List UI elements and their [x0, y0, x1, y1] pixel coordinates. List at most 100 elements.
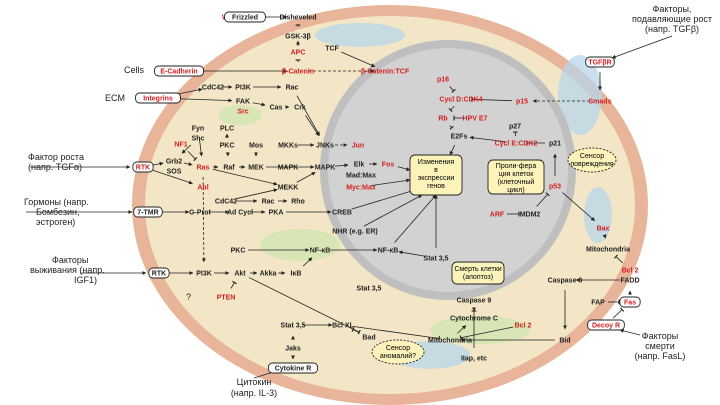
node-mycmax: Myc:Max — [346, 185, 376, 192]
edge-cycld-to-rb — [448, 105, 455, 113]
node-hpve7: HPV E7 — [463, 116, 488, 123]
edge-ras-to-mekk — [212, 168, 278, 186]
dna-damage-sensor-bubble: Сенсор повреждения — [567, 147, 617, 173]
edge-p16-to-cycld — [449, 86, 456, 93]
node-pkc-top: PKC — [220, 143, 235, 150]
cytokine-label: Цитокин — [237, 377, 272, 387]
svg-text:Проли-фера: Проли-фера — [496, 163, 537, 170]
node-label: Bad — [362, 335, 375, 342]
node-mekk: MEKK — [278, 185, 299, 192]
svg-text:повреждения: повреждения — [570, 161, 614, 168]
node-label: SOS — [167, 169, 182, 176]
node-label: Mad:Max — [346, 173, 376, 180]
node-bcatenin: β-Catenin — [282, 69, 314, 76]
node-mapk-top: MAPK — [278, 165, 299, 172]
node-label: TGFβR — [588, 60, 611, 67]
node-fas: Fas — [619, 296, 641, 308]
node-p15: p15 — [516, 99, 528, 106]
node-label: Cycl E:CDK2 — [495, 141, 538, 148]
node-decoyr: Decoy R — [587, 319, 625, 331]
node-label: Rho — [291, 199, 305, 206]
edge-ikb-to-nfkb1 — [302, 257, 313, 267]
edge-bcl2b-to-mitochondria2 — [459, 326, 514, 341]
edge-nf1-to-ras — [187, 150, 198, 162]
edge-pten-to-akt — [230, 280, 237, 289]
node-label: PKA — [269, 210, 284, 217]
node-label: NHR (e.g. ER) — [332, 229, 378, 236]
node-label: FAK — [236, 99, 250, 106]
edge-external-input-4 — [611, 35, 673, 59]
edge-stat35b-to-nfkb2 — [398, 250, 427, 257]
node-label: Crk — [294, 105, 306, 112]
node-label: MAPK — [315, 165, 336, 172]
endoplasmic-reticulum — [260, 229, 340, 261]
hormones-label-2: Бомбезин, — [36, 207, 79, 217]
node-label: Bcl 2 — [622, 268, 639, 275]
node-box — [587, 319, 625, 331]
node-label: Jun — [352, 143, 364, 150]
node-label: Rac — [286, 85, 299, 92]
node-box — [224, 11, 266, 23]
node-label: IκB — [291, 271, 302, 278]
node-label: Bid — [559, 338, 570, 345]
edge-ras-to-pi3k2 — [201, 176, 206, 263]
death-factors-label: Факторы — [642, 331, 678, 341]
svg-text:Сенсор: Сенсор — [386, 345, 410, 352]
node-label: Mitochondria — [428, 338, 472, 345]
node-raf: Raf — [223, 165, 235, 172]
edge-shc-to-grb2 — [181, 144, 192, 154]
node-label: Decoy R — [592, 323, 620, 330]
death-factors-label-2: смерти — [645, 341, 675, 351]
node-mos: Mos — [249, 143, 263, 150]
node-pi3k2: PI3K — [196, 271, 212, 278]
node-label: FAP — [591, 300, 605, 307]
growth-inhibitory-factors-label: Факторы, — [653, 4, 692, 14]
node-label: CdC42 — [215, 199, 237, 206]
death-factors-label-3: (напр. FasL) — [635, 351, 686, 361]
node-mitochondria2: Mitochondria — [428, 338, 472, 345]
node-label: p21 — [549, 141, 561, 148]
node-label: Rac — [262, 199, 275, 206]
node-bclxl: Bcl XL — [332, 323, 355, 330]
node-stat35a: Stat 3,5 — [357, 286, 382, 293]
node-label: NF-κB — [310, 248, 331, 255]
node-label: p27 — [509, 124, 521, 131]
proliferation-bubble: Проли-фера ция клеток (клеточный цикл) — [487, 159, 545, 195]
node-plc: PLC — [220, 126, 234, 133]
node-label: Grb2 — [166, 159, 182, 166]
pathway-nodes: WNTFrizzledDisheveledGSK-3βAPCTCFE-Cadhe… — [132, 11, 641, 374]
node-arf: ARF — [490, 212, 505, 219]
node-label: Akt — [234, 271, 246, 278]
node-label: Fyn — [192, 126, 204, 133]
node-label: Ras — [197, 165, 210, 172]
growth-inhibitory-factors-label-2: подавляющие рост — [632, 14, 712, 24]
node-nf1: NF1 — [174, 142, 187, 149]
svg-text:ция клеток: ция клеток — [499, 171, 535, 178]
svg-text:Изменения: Изменения — [418, 159, 454, 166]
edge-bcl2a-to-mitochondria1 — [613, 254, 624, 264]
mitochondrion — [558, 55, 602, 135]
edge-mitochondria2-to-cytochromec — [457, 325, 467, 334]
edge-rac-to-jnks — [296, 95, 320, 136]
node-label: CdC42 — [202, 85, 224, 92]
node-caspase9: Caspase 9 — [457, 298, 492, 305]
node-p16: p16 — [437, 77, 449, 84]
node-mapk: MAPK — [315, 165, 336, 172]
edge-cycle-to-e2fs — [469, 135, 507, 143]
edge-cdc42b-to-mekk — [235, 188, 278, 200]
edge-creb-to-gene-expression — [351, 189, 416, 210]
edge-fyn-to-ras — [198, 137, 204, 157]
node-label: 7-TMR — [137, 210, 158, 217]
edge-fos-to-gene-expression — [397, 166, 411, 171]
node-label: Bax — [597, 226, 610, 233]
node-stat35b: Stat 3,5 — [424, 256, 449, 263]
node-cytokine-r: Cytokine R — [268, 362, 318, 374]
edge-bclxl-to-mitochondria2 — [352, 325, 440, 341]
node-label: MAPK — [278, 165, 299, 172]
svg-text:цикл): цикл) — [507, 187, 524, 194]
node-label: Stat 3,5 — [281, 323, 306, 330]
edge-nhr-to-gene-expression — [363, 194, 423, 227]
survival-factors-label: Факторы — [52, 255, 88, 265]
svg-text:(апоптоз): (апоптоз) — [463, 274, 493, 281]
